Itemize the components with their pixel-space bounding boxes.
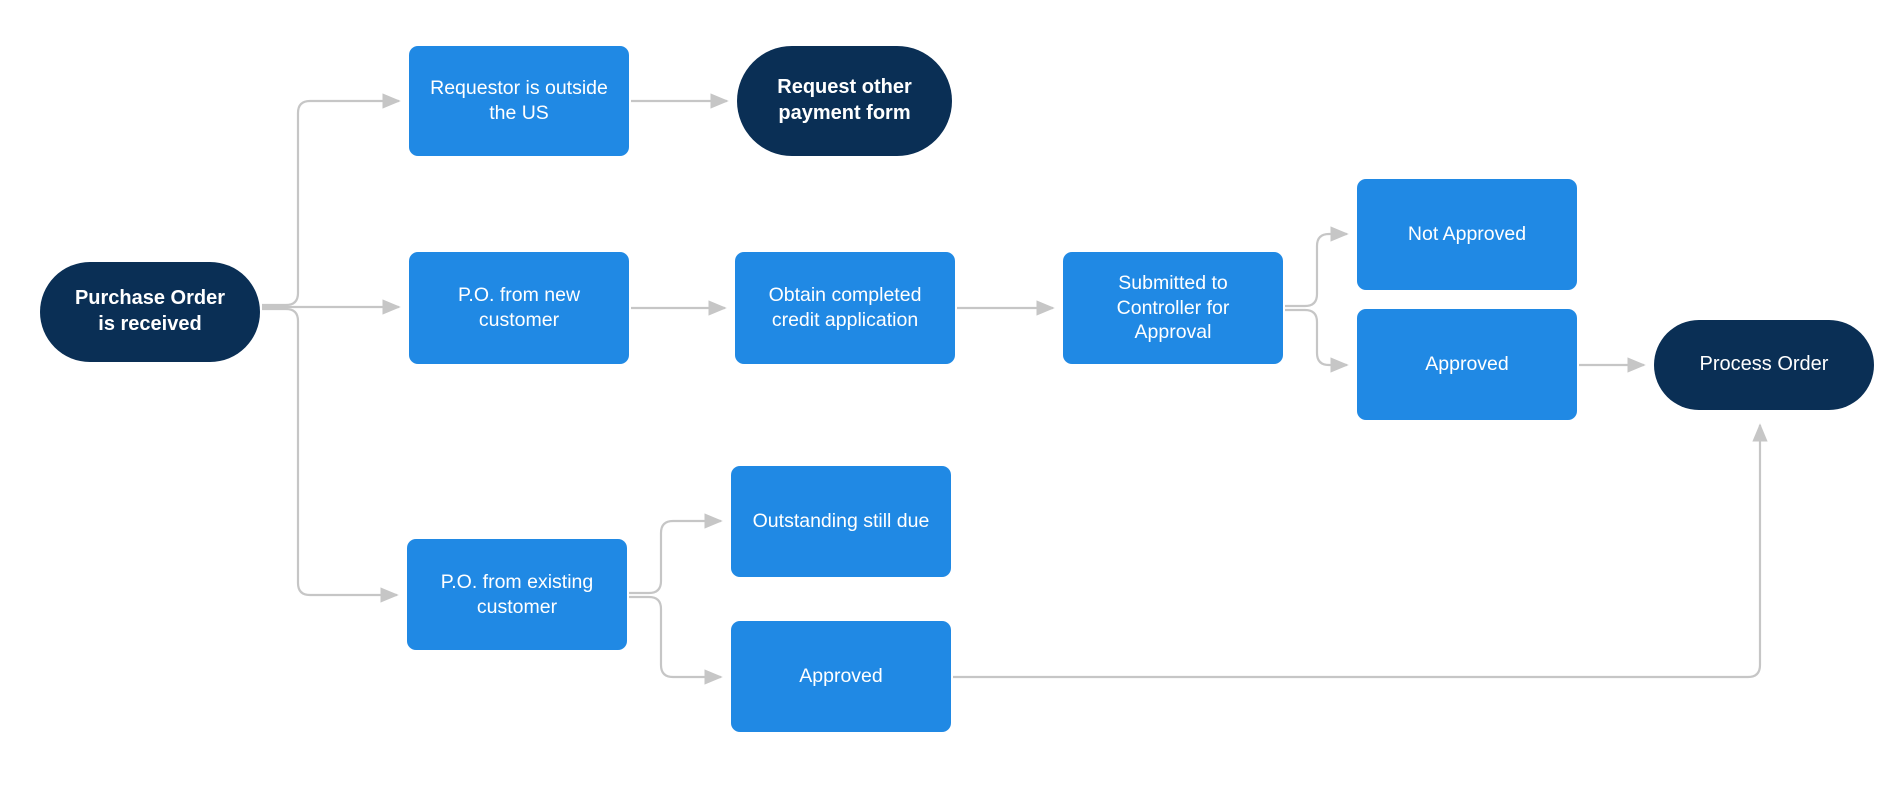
node-label: P.O. from new customer: [457, 284, 581, 331]
edge-start-to-outside-us: [262, 93, 401, 307]
edge-po-existing-to-approved-existing: [629, 595, 723, 685]
node-po-from-new-customer[interactable]: P.O. from new customer: [409, 252, 629, 364]
node-label: Requestor is outside the US: [430, 77, 608, 124]
node-label: Approved: [799, 665, 883, 688]
node-requestor-outside-us[interactable]: Requestor is outside the US: [409, 46, 629, 156]
node-purchase-order-received[interactable]: Purchase Order is received: [40, 262, 260, 362]
node-outstanding-still-due[interactable]: Outstanding still due: [731, 466, 951, 577]
edge-controller-to-not-approved: [1285, 226, 1349, 308]
node-label: P.O. from existing customer: [440, 570, 594, 618]
edge-po-existing-to-outstanding: [629, 513, 723, 595]
node-approved-existing-customer[interactable]: Approved: [731, 621, 951, 732]
edge-start-to-po-existing: [262, 307, 399, 603]
edge-approved-existing-to-process-order: [953, 423, 1768, 679]
node-label: Approved: [1425, 353, 1509, 376]
node-label: Purchase Order is received: [74, 287, 226, 335]
node-label: Obtain completed credit application: [768, 284, 922, 331]
node-approved-new-customer[interactable]: Approved: [1357, 309, 1577, 420]
node-label: Request other payment form: [777, 76, 912, 124]
node-po-from-existing-customer[interactable]: P.O. from existing customer: [407, 539, 627, 650]
node-label: Not Approved: [1407, 223, 1527, 246]
node-label: Submitted to Controller for Approval: [1116, 271, 1230, 344]
node-not-approved[interactable]: Not Approved: [1357, 179, 1577, 290]
node-label: Process Order: [1699, 353, 1829, 376]
node-submitted-to-controller-for-approval[interactable]: Submitted to Controller for Approval: [1063, 252, 1283, 364]
node-label: Outstanding still due: [752, 510, 930, 533]
edge-controller-to-approved: [1285, 308, 1349, 373]
node-request-other-payment-form[interactable]: Request other payment form: [737, 46, 952, 156]
node-obtain-completed-credit-application[interactable]: Obtain completed credit application: [735, 252, 955, 364]
node-process-order[interactable]: Process Order: [1654, 320, 1874, 410]
